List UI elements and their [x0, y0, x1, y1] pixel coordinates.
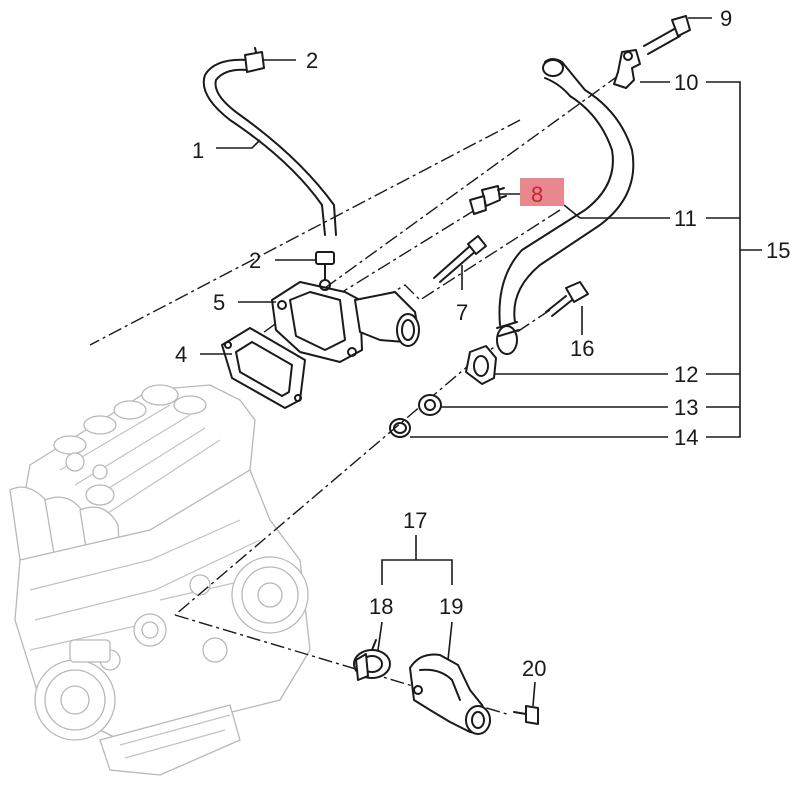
callout-1: 1 [192, 138, 204, 163]
leader-lines [200, 17, 762, 707]
coolant-pipe [496, 58, 635, 355]
bolt-20 [513, 705, 539, 725]
gasket [221, 327, 306, 409]
thermostat-housing [271, 279, 420, 363]
callout-2-top: 2 [306, 48, 318, 73]
highlight-box [520, 178, 564, 206]
callout-12: 12 [674, 362, 698, 387]
callout-8: 8 [531, 182, 543, 207]
hose-clamp-bottom [315, 251, 335, 281]
callout-14: 14 [674, 425, 698, 450]
bolt-16 [545, 281, 589, 317]
water-inlet-elbow [409, 653, 491, 735]
flange-gasket [465, 345, 497, 385]
callout-18: 18 [369, 594, 393, 619]
thermostat [353, 639, 391, 681]
callout-20: 20 [522, 656, 546, 681]
callout-4: 4 [175, 342, 187, 367]
temperature-sensor [469, 185, 507, 215]
bolt-9 [643, 15, 691, 55]
breather-hose [202, 47, 337, 281]
pipe-bracket [613, 49, 641, 89]
callout-2-bottom: 2 [249, 248, 261, 273]
callout-numbers: 1 2 2 4 5 7 8 9 10 11 12 13 14 15 16 17 … [175, 6, 790, 681]
callout-13: 13 [674, 395, 698, 420]
o-ring [389, 418, 411, 438]
callout-10: 10 [674, 70, 698, 95]
callout-9: 9 [720, 6, 732, 31]
callout-15: 15 [766, 238, 790, 263]
hose-clamp-top [244, 47, 265, 73]
callout-16: 16 [570, 336, 594, 361]
grommet [418, 394, 442, 416]
callout-7: 7 [456, 300, 468, 325]
callout-17: 17 [403, 508, 427, 533]
callout-5: 5 [213, 290, 225, 315]
callout-11: 11 [674, 206, 697, 231]
bolt-7 [433, 235, 487, 283]
callout-19: 19 [439, 594, 463, 619]
engine-block-illustration [9, 384, 311, 776]
